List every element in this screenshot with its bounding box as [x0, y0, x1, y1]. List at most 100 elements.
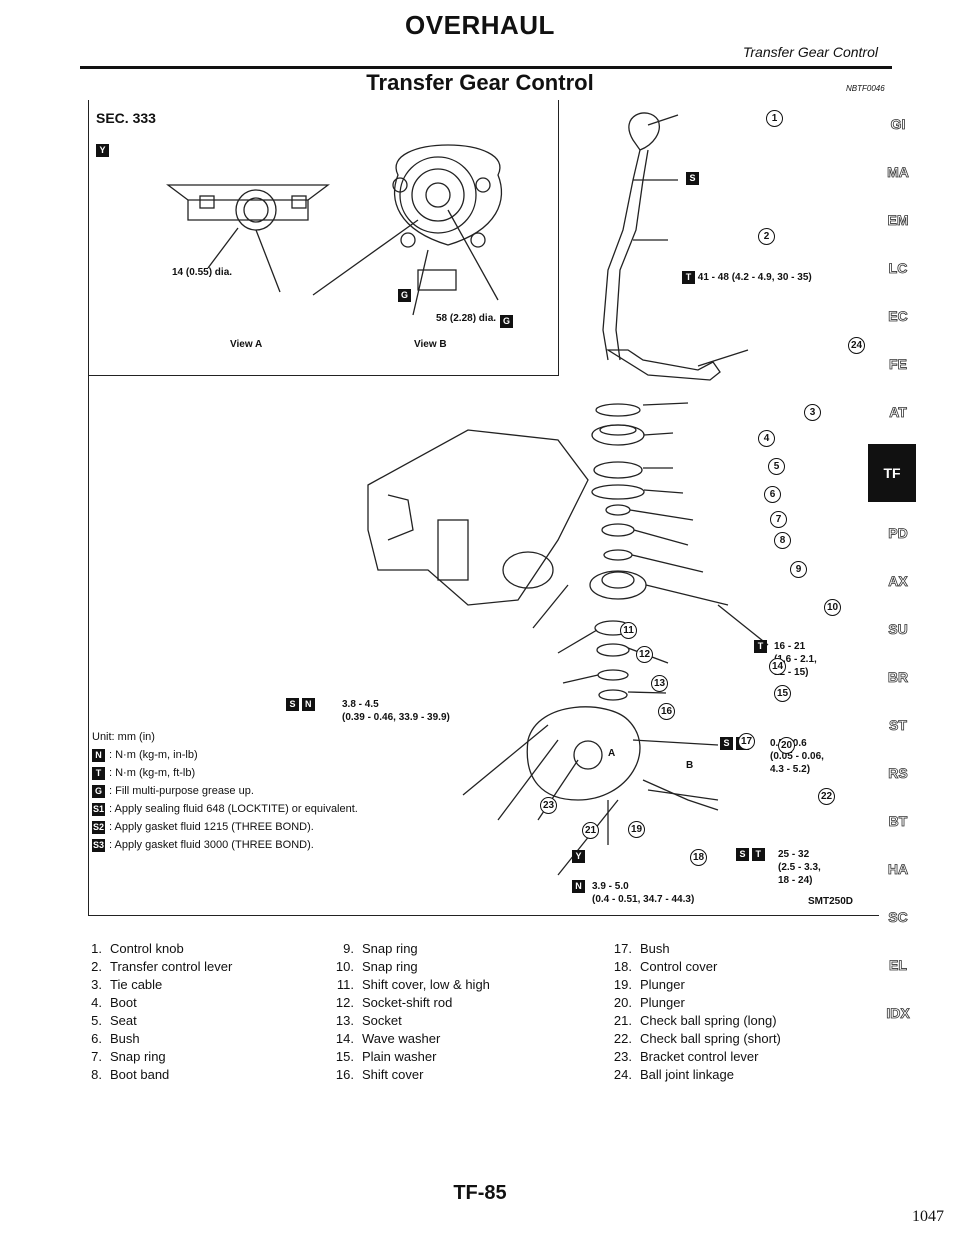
callout-11: 11 [620, 622, 637, 639]
parts-list-item: 21.Check ball spring (long) [613, 1013, 777, 1028]
parts-list-item: 1.Control knob [91, 941, 184, 956]
torque-spec-3: 3.8 - 4.5 (0.39 - 0.46, 33.9 - 39.9) [342, 699, 450, 723]
callout-24: 24 [848, 337, 865, 354]
callout-20: 20 [778, 737, 795, 754]
callout-7: 7 [770, 511, 787, 528]
section-tab-sc[interactable]: SC [888, 909, 908, 926]
parts-list-item: 13.Socket [335, 1013, 402, 1028]
transfer-control-diagram [166, 112, 769, 876]
callout-9: 9 [790, 561, 807, 578]
torque-spec-2: T [754, 640, 767, 653]
parts-list-item: 14.Wave washer [335, 1031, 441, 1046]
section-tab-ma[interactable]: MA [887, 164, 910, 181]
view-a-diameter: 14 (0.55) dia. [172, 267, 233, 278]
torque-spec-5-icons: S T [736, 848, 765, 861]
parts-list-item: 10.Snap ring [335, 959, 418, 974]
page-label: TF-85 [453, 1182, 507, 1204]
section-tabs: GI MA EM LC EC FE AT TF PD AX SU BR ST RS BT HA SC EL IDX [868, 108, 920, 1045]
parts-list-item: 12.Socket-shift rod [335, 995, 453, 1010]
parts-list-item: 24.Ball joint linkage [613, 1067, 734, 1082]
parts-list-item: 4.Boot [91, 995, 137, 1010]
section-title: Transfer Gear Control [366, 70, 594, 95]
section-tab-fe[interactable]: FE [889, 356, 908, 373]
section-tab-ec[interactable]: EC [888, 308, 908, 325]
parts-list-item: 5.Seat [91, 1013, 137, 1028]
section-tab-el[interactable]: EL [889, 957, 908, 974]
parts-list-item: 17.Bush [613, 941, 670, 956]
torque-spec-6: 3.9 - 5.0 (0.4 - 0.51, 34.7 - 44.3) [592, 881, 695, 905]
callout-22: 22 [818, 788, 835, 805]
section-tab-tf[interactable]: TF [868, 444, 916, 502]
callout-13: 13 [651, 675, 668, 692]
callout-8: 8 [774, 532, 791, 549]
header-rule [80, 66, 892, 69]
parts-list-item: 2.Transfer control lever [91, 959, 233, 974]
section-tab-rs[interactable]: RS [888, 765, 908, 782]
section-tab-bt[interactable]: BT [888, 813, 908, 830]
legend-item: S3: Apply gasket fluid 3000 (THREE BOND)… [92, 838, 314, 852]
callout-3: 3 [804, 404, 821, 421]
legend-item: S1: Apply sealing fluid 648 (LOCKTITE) o… [92, 802, 358, 816]
section-tab-lc[interactable]: LC [888, 260, 908, 277]
parts-list-item: 23.Bracket control lever [613, 1049, 759, 1064]
callout-18: 18 [690, 849, 707, 866]
callout-23: 23 [540, 797, 557, 814]
torque-spec-1: T 41 - 48 (4.2 - 4.9, 30 - 35) [682, 271, 812, 284]
callout-15: 15 [774, 685, 791, 702]
page-header-title: OVERHAUL [405, 10, 555, 40]
section-tab-ha[interactable]: HA [887, 861, 909, 878]
section-tab-em[interactable]: EM [887, 212, 909, 229]
fill-grease-icon: G [500, 313, 513, 331]
callout-12: 12 [636, 646, 653, 663]
legend-item: S2: Apply gasket fluid 1215 (THREE BOND)… [92, 820, 314, 834]
parts-list-item: 19.Plunger [613, 977, 685, 992]
parts-list-item: 11.Shift cover, low & high [336, 977, 490, 992]
reference-code: NBTF0046 [846, 84, 885, 93]
callout-6: 6 [764, 486, 781, 503]
torque-spec-6-icon: N [572, 880, 585, 893]
section-view-box [88, 100, 559, 376]
section-tab-gi[interactable]: GI [890, 116, 906, 133]
section-tab-st[interactable]: ST [889, 717, 908, 734]
figure-code: SMT250D [808, 896, 854, 907]
y-mark: Y [96, 142, 109, 160]
page-number: 1047 [912, 1208, 944, 1225]
parts-list-item: 15.Plain washer [335, 1049, 437, 1064]
callout-5: 5 [768, 458, 785, 475]
view-a-pointer: A [608, 748, 616, 759]
callout-17: 17 [738, 733, 755, 750]
sealant-3-marker: S [686, 172, 699, 185]
parts-list-item: 8.Boot band [91, 1067, 170, 1082]
callout-10: 10 [824, 599, 841, 616]
view-a-label: View A [230, 339, 263, 350]
view-b-diameter: 58 (2.28) dia. [436, 313, 497, 324]
parts-list-item: 22.Check ball spring (short) [613, 1031, 781, 1046]
parts-list-item: 3.Tie cable [91, 977, 163, 992]
callout-21: 21 [582, 822, 599, 839]
callout-2: 2 [758, 228, 775, 245]
parts-list-item: 18.Control cover [613, 959, 718, 974]
parts-list-item: 6.Bush [91, 1031, 140, 1046]
view-y-marker: Y [572, 848, 585, 866]
parts-list-column-1: 1.Control knob 2.Transfer control lever 3.… [78, 940, 232, 1084]
callout-4: 4 [758, 430, 775, 447]
torque-spec-5: 25 - 32 (2.5 - 3.3, 18 - 24) [778, 849, 821, 886]
section-tab-ax[interactable]: AX [888, 573, 908, 590]
section-tab-su[interactable]: SU [888, 621, 908, 638]
header-section-name: Transfer Gear Control [742, 44, 878, 60]
view-b-pointer: B [686, 760, 694, 771]
callout-19: 19 [628, 821, 645, 838]
section-tab-idx[interactable]: IDX [886, 1005, 910, 1022]
legend: Unit: mm (in) N: N·m (kg-m, in-lb) T: N·… [92, 728, 358, 854]
section-tab-at[interactable]: AT [889, 404, 907, 421]
torque-spec-3-icons: S N [286, 698, 315, 711]
legend-unit: Unit: mm (in) [92, 731, 155, 743]
callout-14: 14 [769, 658, 786, 675]
callout-16: 16 [658, 703, 675, 720]
section-tab-pd[interactable]: PD [888, 525, 908, 542]
legend-item: T: N·m (kg-m, ft-lb) [92, 764, 358, 782]
parts-list-item: 7.Snap ring [91, 1049, 166, 1064]
section-tab-br[interactable]: BR [887, 669, 909, 686]
section-label: SEC. 333 [96, 110, 156, 126]
